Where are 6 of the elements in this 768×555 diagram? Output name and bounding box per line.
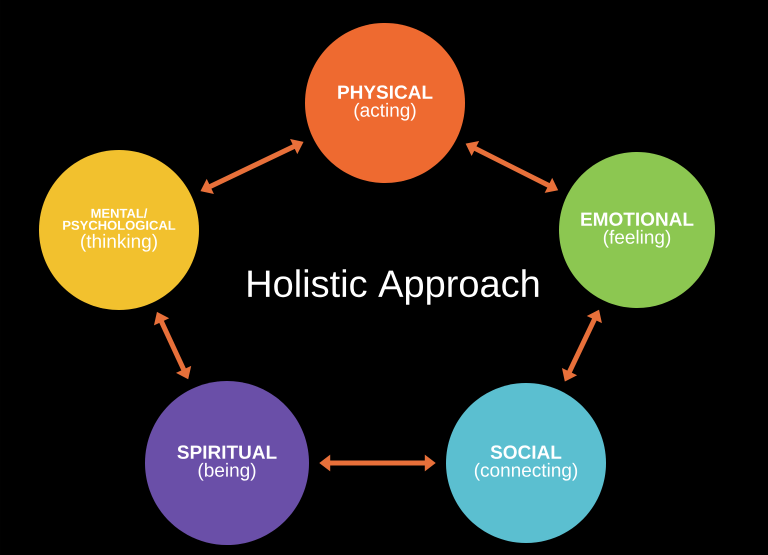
circle-node: MENTAL/ PSYCHOLOGICAL (thinking): [39, 150, 199, 310]
circle-node: EMOTIONAL (feeling): [559, 152, 715, 308]
circle-node: PHYSICAL (acting): [305, 23, 465, 183]
circle-node: SOCIAL (connecting): [446, 383, 606, 543]
circle-node: SPIRITUAL (being): [145, 381, 309, 545]
title: Holistic Approach: [248, 269, 538, 305]
